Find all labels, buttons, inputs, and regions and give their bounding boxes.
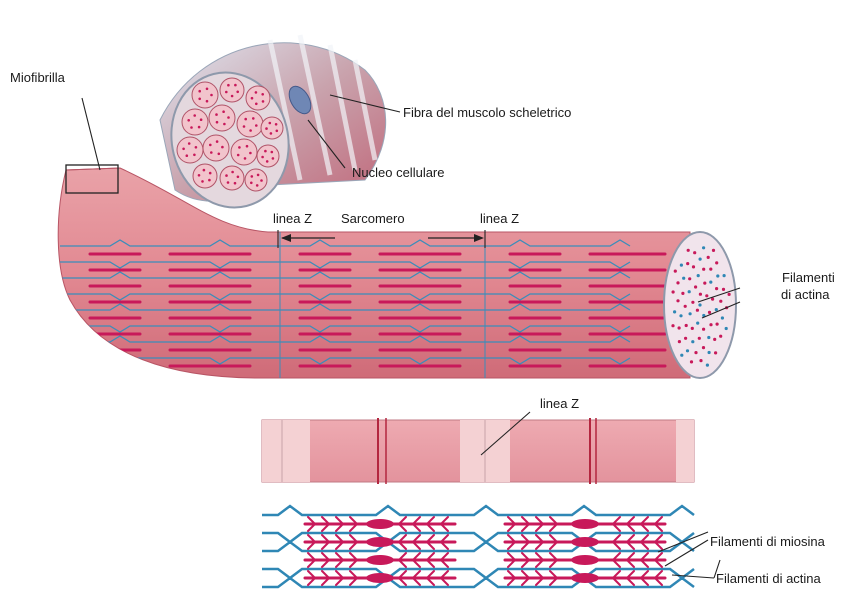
fibril-section [257, 145, 279, 167]
fibril-section [177, 137, 203, 163]
label-linea-z-right: linea Z [480, 211, 519, 226]
label-filamenti-actina-bottom: Filamenti di actina [716, 571, 821, 586]
fibril-section [220, 78, 244, 102]
label-linea-z-band: linea Z [540, 396, 579, 411]
label-filamenti-actina-top-1: Filamenti [782, 270, 835, 285]
fibril-section [182, 109, 208, 135]
label-filamenti-miosina: Filamenti di miosina [710, 534, 825, 549]
fibril-section [193, 164, 217, 188]
fibril-section [261, 117, 283, 139]
label-miofibrilla: Miofibrilla [10, 70, 65, 85]
filament-schematic [262, 506, 694, 587]
fibril-section [231, 139, 257, 165]
label-fibra-muscolo: Fibra del muscolo scheletrico [403, 105, 571, 120]
fibril-section [203, 135, 229, 161]
fibril-section [192, 82, 218, 108]
label-linea-z-left: linea Z [273, 211, 312, 226]
label-filamenti-actina-top-2: di actina [781, 287, 829, 302]
fibril-section [245, 169, 267, 191]
fibril-section [220, 166, 244, 190]
fibril-section [209, 105, 235, 131]
label-nucleo-cellulare: Nucleo cellulare [352, 165, 445, 180]
sarcomere-band [262, 418, 694, 484]
myofibril [58, 168, 736, 378]
muscle-fiber [157, 35, 385, 220]
fibril-section [246, 86, 270, 110]
label-sarcomero: Sarcomero [341, 211, 405, 226]
fibril-section [237, 111, 263, 137]
